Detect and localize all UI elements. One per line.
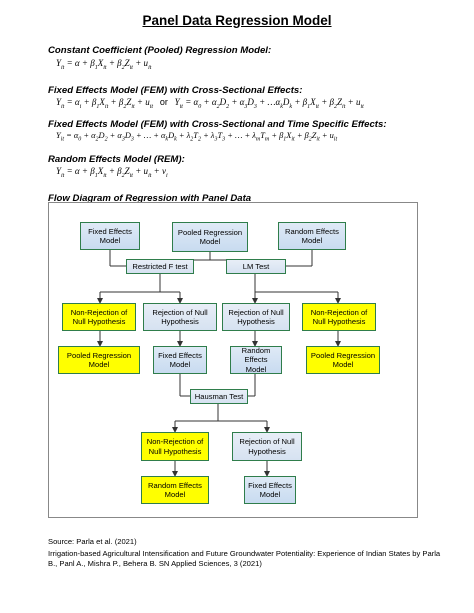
flow-diagram-frame [48,202,418,518]
node-fixed-effects-final: Fixed Effects Model [244,476,296,504]
node-non-rejection-f: Non-Rejection of Null Hypothesis [62,303,136,331]
node-lm-test: LM Test [226,259,286,274]
node-non-rejection-lm: Non-Rejection of Null Hypothesis [302,303,376,331]
node-fixed-effects-mid: Fixed Effects Model [153,346,207,374]
section-heading-rem: Random Effects Model (REM): [48,154,185,165]
section-heading-fem-time: Fixed Effects Model (FEM) with Cross-Sec… [48,119,387,130]
node-pooled-regression-result-1: Pooled Regression Model [58,346,140,374]
node-random-effects-final: Random Effects Model [141,476,209,504]
equation-pooled: Yit = α + β1Xit + β2Zit + uit [56,58,152,71]
flow-diagram-title: Flow Diagram of Regression with Panel Da… [48,193,252,204]
node-random-effects-top: Random Effects Model [278,222,346,250]
node-pooled-regression-top: Pooled Regression Model [172,222,248,252]
node-hausman-test: Hausman Test [190,389,248,404]
equation-fem-cross: Yit = αi + β1Xit + β2Zit + uit or Yit = … [56,97,364,110]
node-rejection-f: Rejection of Null Hypothesis [143,303,217,331]
equation-fem-time: Yit = α0 + α2D2 + α3D3 + … + αkDk + λ2T2… [56,131,338,143]
page-title: Panel Data Regression Model [142,13,332,28]
source-line: Source: Parla et al. (2021) [48,537,137,546]
section-heading-pooled: Constant Coefficient (Pooled) Regression… [48,45,272,56]
node-random-effects-mid: Random Effects Model [230,346,282,374]
section-heading-fem-cross: Fixed Effects Model (FEM) with Cross-Sec… [48,85,303,96]
node-pooled-regression-result-2: Pooled Regression Model [306,346,380,374]
node-rejection-hausman: Rejection of Null Hypothesis [232,432,302,461]
node-rejection-lm: Rejection of Null Hypothesis [222,303,290,331]
source-citation: Irrigation-based Agricultural Intensific… [48,549,441,569]
node-fixed-effects-top: Fixed Effects Model [80,222,140,250]
equation-rem: Yit = α + β1Xit + β2Zit + uit + vi [56,166,168,179]
node-non-rejection-hausman: Non-Rejection of Null Hypothesis [141,432,209,461]
node-restricted-f-test: Restricted F test [126,259,194,274]
